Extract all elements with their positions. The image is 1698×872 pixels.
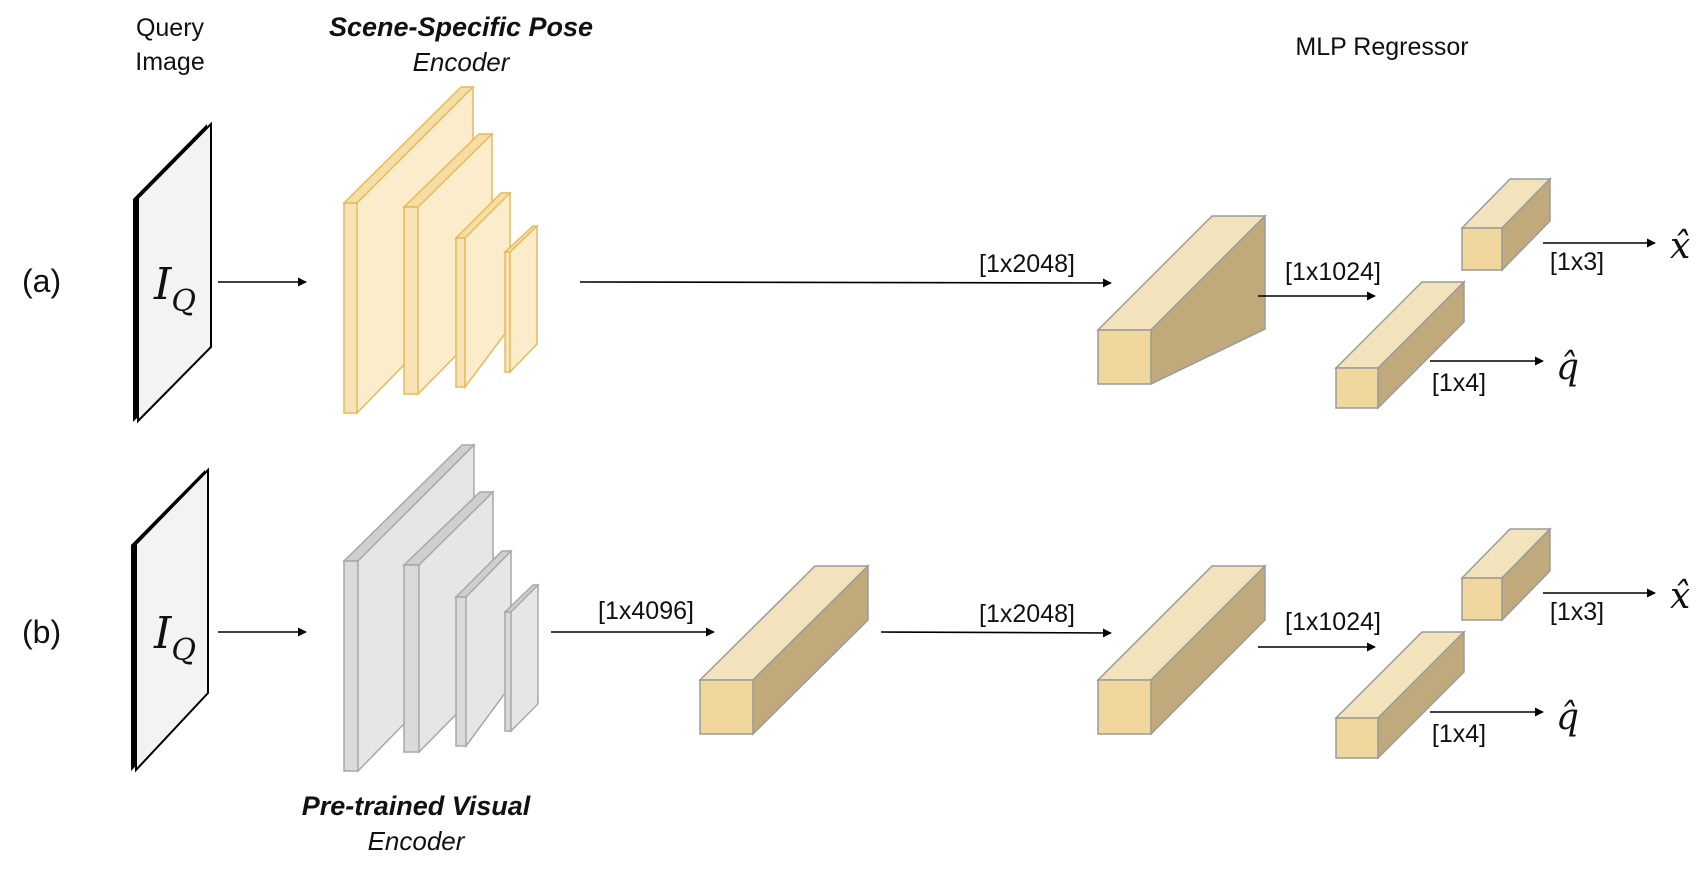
query-image: IQ: [131, 467, 209, 773]
svg-text:IQ: IQ: [153, 608, 196, 668]
image-subscript: Q: [171, 633, 196, 668]
image-symbol: I: [153, 608, 173, 659]
scene-encoder-title: Scene-Specific Pose: [329, 12, 593, 42]
dim-label-1x4: [1x4]: [1432, 720, 1486, 748]
dim-label-2048: [1x2048]: [979, 600, 1075, 628]
encoder-to-fc1-arrow: [579, 278, 1112, 288]
encoder-layer: [503, 224, 539, 374]
fc0-to-fc1-arrow: [880, 628, 1112, 638]
row-b: (b) IQ: [22, 443, 1690, 773]
dim-label-1024: [1x1024]: [1285, 608, 1381, 636]
mlp-regressor-title: MLP Regressor: [1295, 33, 1468, 61]
scene-encoder-subtitle: Encoder: [413, 47, 511, 77]
row-a: (a) IQ: [22, 85, 1690, 424]
position-output: x̂: [1670, 576, 1690, 617]
orientation-output: q̂: [1556, 347, 1579, 388]
row-label: (b): [22, 614, 61, 650]
dim-label-1x3: [1x3]: [1550, 598, 1604, 626]
pretrained-visual-encoder: [342, 443, 540, 773]
dim-label-1024: [1x1024]: [1285, 258, 1381, 286]
image-symbol: I: [153, 259, 173, 310]
visual-encoder-title: Pre-trained Visual: [302, 791, 531, 821]
row-label: (a): [22, 263, 61, 299]
encoder-layer: [454, 191, 512, 390]
dim-label-4096: [1x4096]: [598, 597, 694, 625]
query-image-label-line1: Query: [136, 14, 205, 42]
query-image: IQ: [133, 121, 212, 424]
position-output: x̂: [1670, 226, 1690, 267]
scene-specific-encoder: [342, 85, 539, 415]
visual-encoder-subtitle: Encoder: [368, 826, 466, 856]
fc-layer-2048: [1096, 564, 1267, 736]
svg-text:IQ: IQ: [153, 259, 196, 319]
encoder-layer: [503, 583, 540, 733]
fc-layer-2048: [1096, 214, 1267, 386]
dim-label-1x3: [1x3]: [1550, 248, 1604, 276]
orientation-output: q̂: [1556, 697, 1579, 738]
dim-label-2048: [1x2048]: [979, 250, 1075, 278]
fc-layer-4096: [698, 564, 870, 736]
fc-layer-1024: [1334, 280, 1466, 410]
dim-label-1x4: [1x4]: [1432, 369, 1486, 397]
fc-layer-1024: [1334, 630, 1466, 760]
query-image-label-line2: Image: [135, 48, 204, 76]
fc-position-head: [1460, 527, 1552, 622]
fc-position-head: [1460, 177, 1552, 272]
image-subscript: Q: [171, 284, 196, 319]
